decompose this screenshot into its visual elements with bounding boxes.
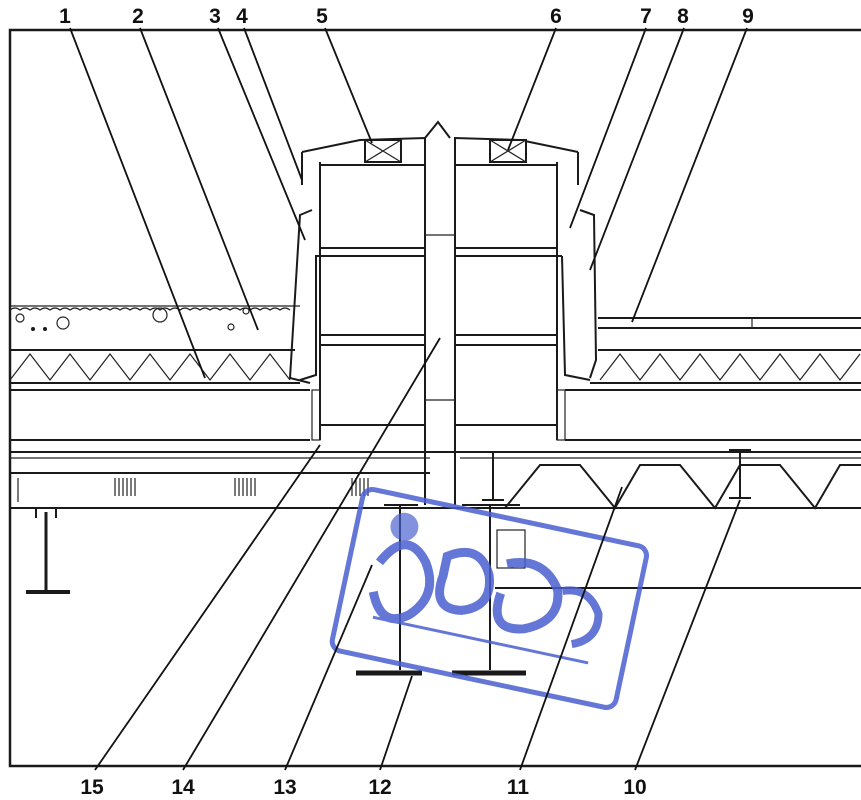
callout-label-5: 5 [316,5,328,28]
vent-hatch-marks [114,478,369,496]
top-callout-labels: 1 2 3 4 5 6 7 8 9 [59,5,754,28]
callout-label-15: 15 [80,776,104,799]
callout-label-10: 10 [623,776,646,799]
bottom-callout-labels: 15 14 13 12 11 10 [80,776,646,799]
callout-label-12: 12 [368,776,391,799]
callout-label-6: 6 [550,5,562,28]
central-expansion-joint-upstand [288,120,598,676]
leader-lines [69,27,748,771]
stamp-watermark [329,487,649,710]
right-roof-layers [460,317,861,589]
callout-label-3: 3 [209,5,221,28]
callout-label-14: 14 [171,776,195,799]
callout-label-11: 11 [507,776,530,799]
callout-label-13: 13 [273,776,296,799]
callout-label-9: 9 [742,5,754,28]
callout-label-2: 2 [132,5,144,28]
callout-label-7: 7 [640,5,652,28]
drawing-frame [8,28,861,768]
left-roof-layers [9,305,861,594]
callout-label-8: 8 [677,5,689,28]
callout-label-4: 4 [236,5,248,28]
callout-label-1: 1 [59,5,71,28]
